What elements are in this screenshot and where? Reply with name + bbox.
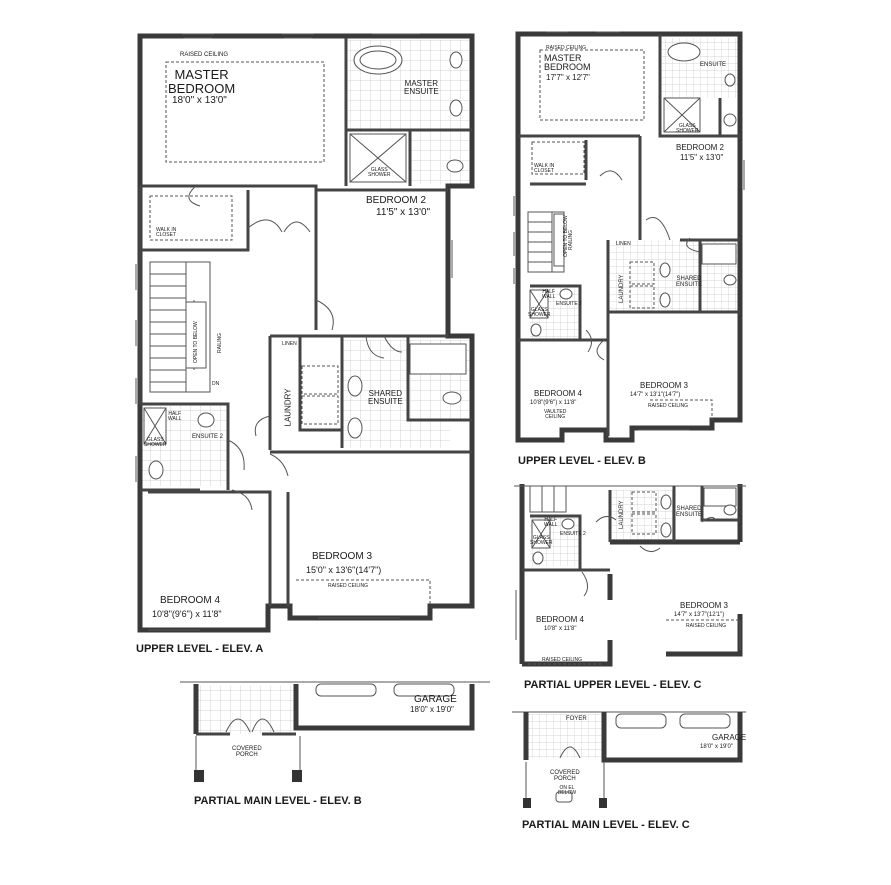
partial-main-level-elev-c-plan: [512, 711, 746, 808]
covered-porch-label-b: COVERED PORCH: [232, 746, 262, 759]
master-bedroom-name-b: MASTER BEDROOM: [544, 53, 591, 73]
master-bedroom-dim-b: 17'7" x 12'7": [546, 73, 590, 82]
linen-label-b: LINEN: [616, 241, 631, 247]
bedroom3-dim-c: 14'7" x 13'7"(12'1"): [674, 612, 725, 618]
glass-shower-2-label-a: GLASS SHOWER: [144, 437, 167, 449]
shared-ensuite-label-c: SHARED ENSUITE: [676, 506, 703, 519]
partial-upper-level-elev-c-plan: [514, 484, 746, 667]
half-wall-label-c: HALF WALL: [544, 517, 558, 529]
stairs-dn-label-a: DN: [212, 381, 220, 387]
foyer-label-c: FOYER: [566, 716, 587, 722]
caption-partial-main-level-elev-c: PARTIAL MAIN LEVEL - ELEV. C: [522, 819, 690, 831]
on-el-below-label-c: ON EL BELOW: [558, 785, 577, 797]
shared-ensuite-label-b: SHARED ENSUITE: [676, 276, 703, 289]
master-ensuite-label-a: MASTER ENSUITE: [404, 79, 439, 97]
covered-porch-label-c: COVERED PORCH: [550, 770, 580, 783]
bedroom3-name-a: BEDROOM 3: [312, 551, 373, 562]
bedroom3-name-b: BEDROOM 3: [640, 381, 689, 390]
bedroom3-name-c: BEDROOM 3: [680, 601, 729, 610]
master-bedroom-dim-a: 18'0" x 13'0": [172, 95, 227, 106]
half-wall-label-a: HALF WALL: [168, 411, 182, 423]
bedroom3-dim-a: 15'0" x 13'6"(14'7"): [306, 565, 382, 575]
vaulted-ceiling-label-b: VAULTED CEILING: [544, 409, 567, 421]
upper-level-elev-a-plan: [135, 33, 475, 633]
bedroom4-name-b: BEDROOM 4: [534, 389, 583, 398]
raised-ceiling-label-bed3-b: RAISED CEILING: [648, 403, 689, 409]
glass-shower-2-label-b: GLASS SHOWER: [528, 307, 551, 319]
garage-name-c: GARAGE: [712, 733, 747, 742]
bedroom2-dim-a: 11'5" x 13'0": [376, 207, 431, 218]
bedroom2-dim-b: 11'5" x 13'0": [680, 153, 724, 162]
garage-dim-b: 18'0" x 19'0": [410, 705, 454, 714]
bedroom4-name-c: BEDROOM 4: [536, 615, 585, 624]
partial-main-level-elev-b-plan: [180, 681, 490, 782]
glass-shower-label-c: GLASS SHOWER: [530, 535, 553, 547]
caption-upper-level-elev-b: UPPER LEVEL - ELEV. B: [518, 455, 646, 467]
caption-partial-main-level-elev-b: PARTIAL MAIN LEVEL - ELEV. B: [194, 795, 362, 807]
ensuite2-label-a: ENSUITE 2: [192, 434, 224, 440]
glass-shower-label-a: GLASS SHOWER: [368, 167, 391, 179]
raised-ceiling-label-bed3-a: RAISED CEILING: [328, 583, 369, 589]
railing-label-a: RAILING: [217, 332, 223, 353]
bedroom4-dim-c: 10'8" x 11'8": [544, 626, 577, 632]
raised-ceiling-label-bed4-c: RAISED CEILING: [542, 657, 583, 663]
shared-ensuite-label-a: SHARED ENSUITE: [368, 389, 403, 407]
bedroom4-name-a: BEDROOM 4: [160, 595, 221, 606]
glass-shower-label-b: GLASS SHOWER: [676, 123, 699, 135]
raised-ceiling-label-bed3-c: RAISED CEILING: [686, 623, 727, 629]
laundry-label-c: LAUNDRY: [619, 500, 625, 529]
half-wall-label-b: HALF WALL: [542, 289, 556, 301]
walk-in-closet-label-a: WALK IN CLOSET: [156, 227, 177, 239]
bedroom4-dim-b: 10'8"(9'6") x 11'8": [530, 400, 577, 406]
bedroom3-dim-b: 14'7" x 13'1"(14'7"): [630, 392, 681, 398]
bedroom4-dim-a: 10'8"(9'6") x 11'8": [152, 609, 222, 619]
railing-label-b: RAILING: [568, 229, 574, 250]
laundry-label-b: LAUNDRY: [619, 274, 625, 303]
raised-ceiling-label-master-a: RAISED CEILING: [180, 52, 229, 58]
open-to-below-label-a: OPEN TO BELOW: [193, 321, 199, 363]
caption-partial-upper-level-elev-c: PARTIAL UPPER LEVEL - ELEV. C: [524, 679, 702, 691]
laundry-label-a: LAUNDRY: [283, 388, 293, 427]
bedroom2-name-a: BEDROOM 2: [366, 195, 427, 206]
walk-in-closet-label-b: WALK IN CLOSET: [534, 163, 555, 175]
ensuite-label-b: ENSUITE: [700, 62, 727, 68]
ensuite2-label-b: ENSUITE 2: [556, 301, 582, 307]
caption-upper-level-elev-a: UPPER LEVEL - ELEV. A: [136, 643, 264, 655]
garage-dim-c: 18'0" x 19'0": [700, 744, 733, 750]
linen-label-a: LINEN: [282, 341, 297, 347]
raised-ceiling-label-b: RAISED CEILING: [546, 45, 587, 51]
upper-level-elev-b-plan: [513, 31, 745, 443]
garage-name-b: GARAGE: [414, 694, 457, 705]
master-bedroom-name-a: MASTER BEDROOM: [168, 67, 236, 96]
ensuite2-label-c: ENSUITE 2: [560, 531, 586, 537]
bedroom2-name-b: BEDROOM 2: [676, 143, 725, 152]
